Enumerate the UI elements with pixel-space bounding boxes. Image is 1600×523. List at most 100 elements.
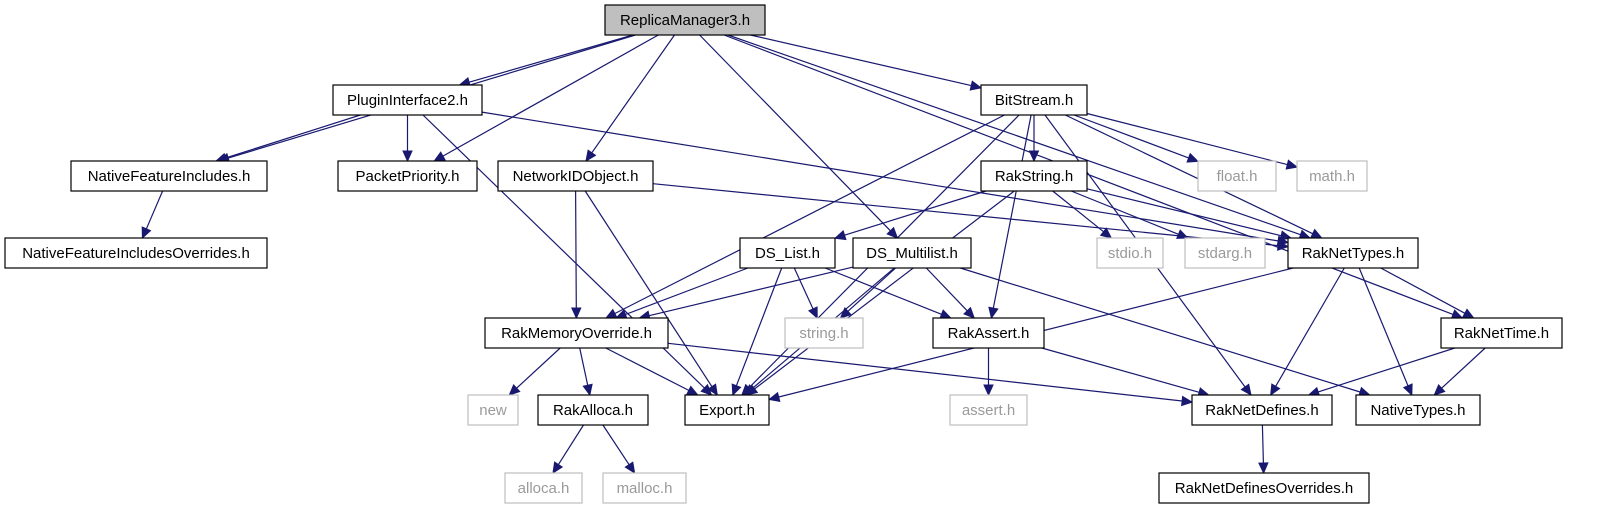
edge-arrowhead [1186,152,1200,163]
node-export[interactable]: Export.h [684,394,770,426]
edge-arrowhead [582,383,593,397]
edge-rakalloca-to-alloca [552,424,585,475]
node-label: RakNetDefinesOverrides.h [1175,480,1353,497]
edge-line [516,347,561,389]
edge-line [605,347,690,391]
edge-line [1358,267,1409,387]
edge-arrowhead [1285,159,1299,170]
node-replicamanager3[interactable]: ReplicaManager3.h [604,4,766,36]
edge-arrowhead [1310,228,1323,239]
node-plugininterface2[interactable]: PluginInterface2.h [332,84,483,116]
node-box [784,317,864,349]
node-box [932,317,1045,349]
edge-arrowhead [508,383,521,396]
node-label: PacketPriority.h [356,168,460,185]
node-raknettypes[interactable]: RakNetTypes.h [1287,237,1419,269]
node-bitstream[interactable]: BitStream.h [980,84,1088,116]
node-networkidobject[interactable]: NetworkIDObject.h [497,160,654,192]
node-raknetdefinesoverrides[interactable]: RakNetDefinesOverrides.h [1158,472,1370,504]
edge-networkidobject-to-rakmemoryoverride [571,190,582,320]
edge-bitstream-to-raknettypes [1065,114,1323,239]
edge-arrowhead [1028,150,1040,163]
node-rakmemoryoverride[interactable]: RakMemoryOverride.h [484,317,669,349]
node-label: RakNetTime.h [1454,325,1549,342]
edge-raknettime-to-raknetdefines [1307,347,1455,397]
edge-arrowhead [743,384,757,396]
node-box [467,394,519,426]
edge-arrowhead [988,306,999,320]
node-label: new [479,402,507,419]
node-box [70,160,268,192]
edge-networkidobject-to-raknettypes [652,183,1290,251]
edge-plugininterface2-to-export [422,114,713,396]
node-label: RakAssert.h [948,325,1030,342]
edge-rakmemoryoverride-to-raknetdefines [667,342,1194,407]
node-malloc: malloc.h [602,472,687,504]
node-box [980,84,1088,116]
edge-rakassert-to-assert [983,348,994,397]
edge-line [735,267,783,386]
edge-rakassert-to-raknetdefines [1041,347,1210,398]
node-nativetypes[interactable]: NativeTypes.h [1355,394,1481,426]
edge-arrowhead [141,226,152,240]
edge-line [699,34,891,232]
edge-arrowhead [1461,308,1475,319]
node-ds_list[interactable]: DS_List.h [739,237,836,269]
node-box [484,317,669,349]
edge-bitstream-to-float [1073,114,1200,163]
node-rakstring[interactable]: RakString.h [980,160,1088,192]
edge-ds_list-to-rakmemoryoverride [614,267,749,320]
edge-line [648,266,854,317]
node-rakalloca[interactable]: RakAlloca.h [537,394,649,426]
edge-arrowhead [1240,383,1252,396]
node-rakassert[interactable]: RakAssert.h [932,317,1045,349]
node-nativefeatureincludesoverrides[interactable]: NativeFeatureIncludesOverrides.h [4,237,268,269]
node-raknetdefines[interactable]: RakNetDefines.h [1191,394,1333,426]
edge-line [1086,112,1288,166]
edge-line [793,267,814,310]
edge-line [1041,347,1200,393]
node-box [1355,394,1481,426]
edge-line [1070,190,1179,235]
edge-line [667,342,1183,402]
edge-arrowhead [433,151,446,162]
node-box [332,84,483,116]
edge-ds_multilist-to-rakmemoryoverride [638,266,854,321]
edge-replicamanager3-to-plugininterface2 [458,34,634,88]
edge-line [1275,267,1345,387]
edge-line [584,190,713,387]
node-label: math.h [1309,168,1355,185]
edge-arrowhead [571,307,582,320]
edge-ds_list-to-string [793,267,818,320]
node-box [602,472,687,504]
node-label: BitStream.h [995,92,1073,109]
edge-line [847,267,896,312]
edge-line [1086,188,1282,237]
node-stdio: stdio.h [1096,237,1164,269]
node-nativefeatureincludes[interactable]: NativeFeatureIncludes.h [70,160,268,192]
node-box [1191,394,1333,426]
edge-arrowhead [624,461,636,475]
node-ds_multilist[interactable]: DS_Multilist.h [852,237,972,269]
node-string: string.h [784,317,864,349]
edge-arrowhead [1258,462,1269,475]
edge-bitstream-to-rakstring [1028,115,1040,163]
node-label: alloca.h [518,480,570,497]
edge-raknetdefines-to-raknetdefinesoverrides [1258,424,1269,475]
edge-line [442,34,659,157]
node-label: DS_Multilist.h [866,245,958,262]
edge-raknettypes-to-raknetdefines [1270,267,1345,397]
edge-line [992,114,1032,309]
edge-ds_list-to-export [731,267,783,397]
edge-line [1380,267,1466,314]
node-label: assert.h [962,402,1015,419]
edge-replicamanager3-to-bitstream [750,34,983,91]
node-raknettime[interactable]: RakNetTime.h [1440,317,1563,349]
edge-plugininterface2-to-packetpriority [402,115,413,163]
node-label: stdarg.h [1198,245,1252,262]
edge-line [468,34,634,83]
node-box [980,160,1088,192]
node-label: RakNetTypes.h [1302,245,1405,262]
edge-line [844,190,987,236]
node-packetpriority[interactable]: PacketPriority.h [337,160,478,192]
